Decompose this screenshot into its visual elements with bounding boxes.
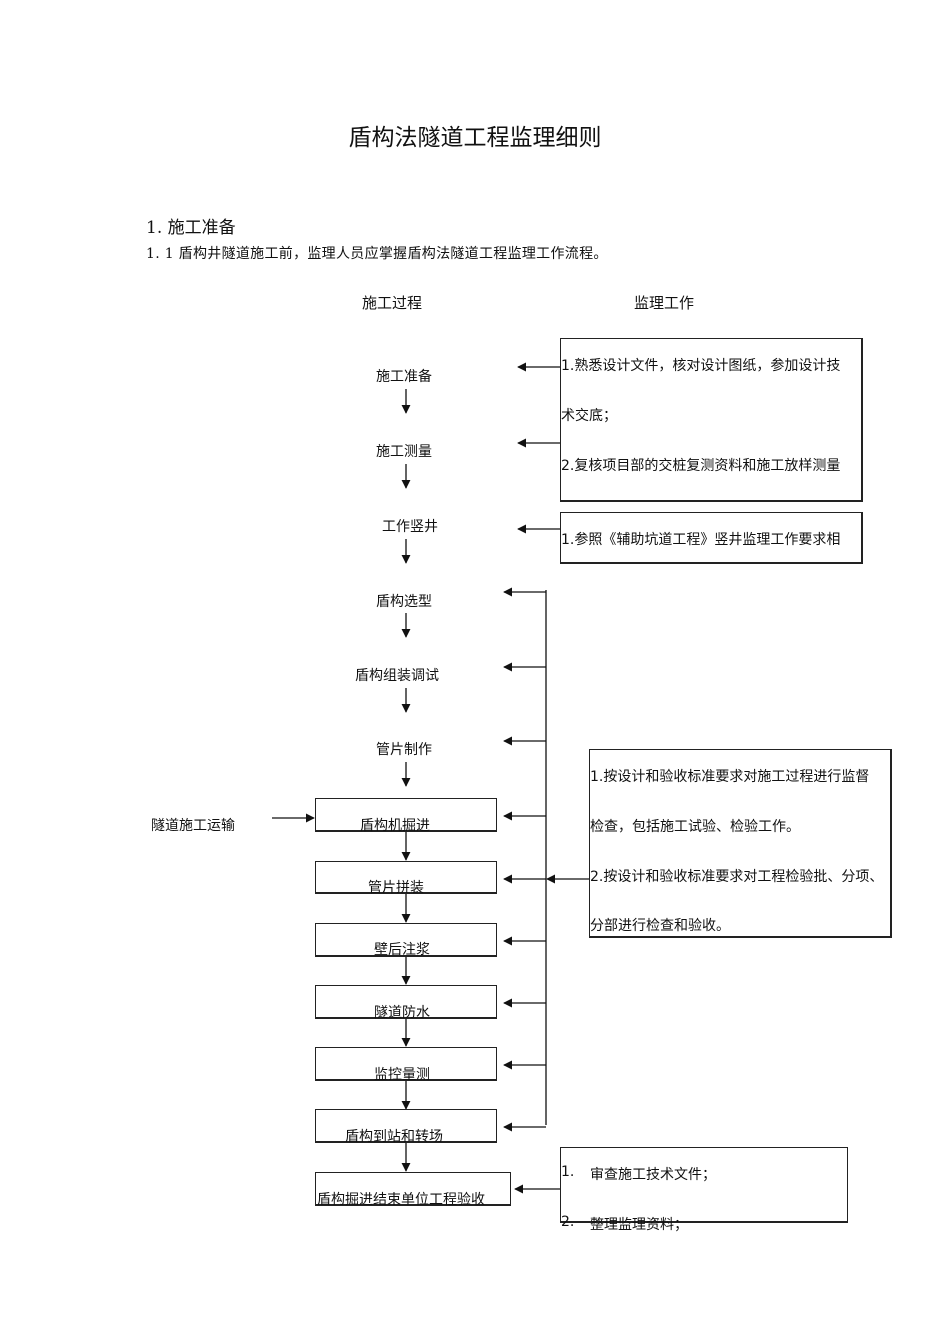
supervision-box4-item2-number: 2. [561,1214,575,1230]
step-final-acceptance: 盾构掘进结束单位工程验收 [317,1192,485,1208]
supervision-box-preparation: 1.熟悉设计文件，核对设计图纸，参加设计技 术交底； 2.复核项目部的交桩复测资… [560,338,863,502]
supervision-box3-line3: 2.按设计和验收标准要求对工程检验批、分项、 [590,869,884,885]
supervision-box1-line3: 2.复核项目部的交桩复测资料和施工放样测量 [561,458,841,474]
step-tunnel-waterproofing: 隧道防水 [374,1005,430,1021]
step-segment-assembly: 管片拼装 [368,880,424,896]
intro-paragraph: 1. 1 盾构井隧道施工前，监理人员应掌握盾构法隧道工程监理工作流程。 [146,246,608,262]
supervision-box1-line2: 术交底； [561,408,617,424]
section-heading: 1. 施工准备 [146,218,236,238]
step-monitoring-measurement: 监控量测 [374,1067,430,1083]
supervision-box1-line1: 1.熟悉设计文件，核对设计图纸，参加设计技 [561,358,841,374]
step-box-tunnel-waterproofing: 隧道防水 [315,985,497,1021]
column-heading-process: 施工过程 [362,294,423,312]
document-title: 盾构法隧道工程监理细则 [348,125,602,151]
supervision-box2-line1: 1.参照《辅助坑道工程》竖井监理工作要求相 [561,532,841,548]
supervision-box-shaft: 1.参照《辅助坑道工程》竖井监理工作要求相 [560,512,863,564]
step-construction-survey: 施工测量 [376,444,432,460]
supervision-box-acceptance: 1. 审查施工技术文件； 2. 整理监理资料； [560,1147,848,1233]
step-segment-fabrication: 管片制作 [376,742,432,758]
side-input-tunnel-transport: 隧道施工运输 [151,818,235,834]
step-box-segment-assembly: 管片拼装 [315,861,497,896]
supervision-box4-item1-number: 1. [561,1164,575,1180]
step-box-shield-arrival-transfer: 盾构到站和转场 [315,1109,497,1145]
step-box-monitoring-measurement: 监控量测 [315,1047,497,1083]
supervision-box-construction: 1.按设计和验收标准要求对施工过程进行监督 检查，包括施工试验、检验工作。 2.… [589,749,892,938]
step-shield-arrival-transfer: 盾构到站和转场 [345,1129,443,1145]
supervision-box3-line2: 检查，包括施工试验、检验工作。 [590,819,800,835]
step-box-shield-tunneling: 盾构机掘进 [315,798,497,834]
step-shield-tunneling: 盾构机掘进 [360,818,430,834]
supervision-box3-line4: 分部进行检查和验收。 [590,918,730,934]
column-heading-supervision: 监理工作 [634,294,695,312]
step-working-shaft: 工作竖井 [382,519,438,535]
step-box-backfill-grouting: 壁后注浆 [315,923,497,958]
supervision-box4-item1-text: 审查施工技术文件； [590,1167,716,1183]
step-backfill-grouting: 壁后注浆 [374,942,430,958]
supervision-box4-item2-text: 整理监理资料； [590,1217,688,1233]
step-shield-assembly-commissioning: 盾构组装调试 [355,668,439,684]
supervision-box3-line1: 1.按设计和验收标准要求对施工过程进行监督 [590,769,870,785]
step-construction-preparation: 施工准备 [376,369,432,385]
step-box-final-acceptance: 盾构掘进结束单位工程验收 [315,1172,511,1208]
step-shield-selection: 盾构选型 [376,594,432,610]
